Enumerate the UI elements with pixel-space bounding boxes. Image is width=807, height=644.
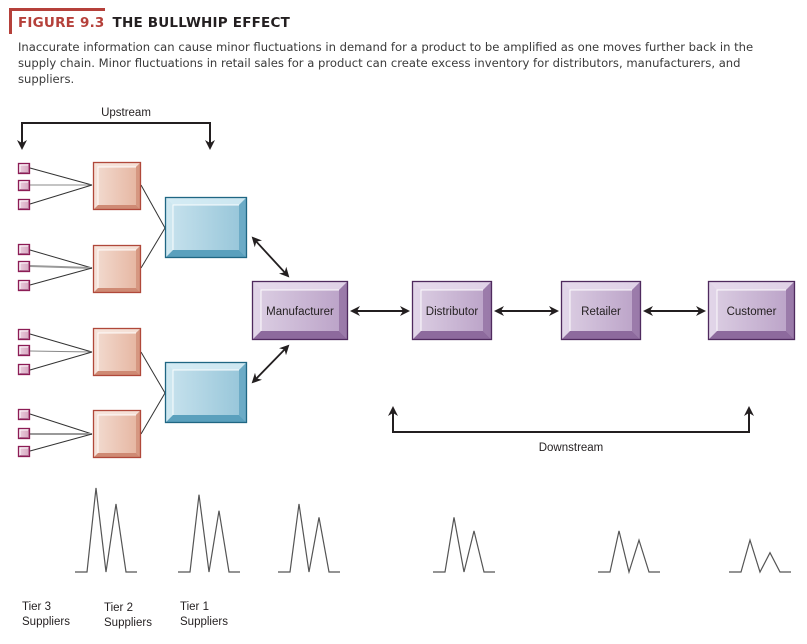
tier3-supplier-box	[17, 363, 31, 376]
tier3-caption: Tier 3 Suppliers	[22, 600, 70, 630]
tier2-suppliers	[92, 161, 142, 459]
tier3-suppliers	[17, 162, 31, 458]
tier3-supplier-box	[17, 328, 31, 341]
tier3-supplier-box	[17, 427, 31, 440]
tier2-supplier-box	[92, 409, 142, 459]
downstream-label: Downstream	[539, 442, 604, 454]
tier3-supplier-box	[17, 162, 31, 175]
downstream-bracket: Downstream	[388, 406, 754, 454]
figure-number: FIGURE 9.3	[18, 15, 105, 31]
fluctuation-wave-4	[433, 517, 495, 573]
tier3-supplier-box	[17, 198, 31, 211]
tier1-caption-line1: Tier 1	[180, 601, 209, 613]
tier1-top-manufacturer-arrow	[251, 236, 290, 278]
node-retailer: Retailer	[560, 280, 642, 341]
fluctuation-wave-5	[598, 530, 660, 575]
tier2-caption-line2: Suppliers	[104, 617, 152, 629]
manufacturer-label: Manufacturer	[266, 306, 334, 318]
figure-accent-rule-vertical	[9, 8, 12, 34]
tier3-caption-line2: Suppliers	[22, 616, 70, 628]
tier3-supplier-box	[17, 260, 31, 273]
tier2-supplier-box	[92, 161, 142, 211]
upstream-label: Upstream	[101, 107, 151, 119]
tier1-suppliers	[164, 196, 248, 424]
tier1-supplier-box	[164, 196, 248, 259]
tier1-caption-line2: Suppliers	[180, 616, 228, 628]
demand-fluctuation-waves	[75, 487, 791, 575]
fluctuation-wave-6	[729, 537, 791, 574]
node-distributor: Distributor	[411, 280, 493, 341]
tier3-supplier-box	[17, 279, 31, 292]
retailer-label: Retailer	[581, 306, 621, 318]
tier3-supplier-box	[17, 344, 31, 357]
tier3-supplier-box	[17, 179, 31, 192]
figure-accent-rule	[9, 8, 105, 11]
tier1-supplier-box	[164, 361, 248, 424]
tier1-caption: Tier 1 Suppliers	[180, 600, 228, 630]
tier2-caption-line1: Tier 2	[104, 602, 133, 614]
figure-heading: FIGURE 9.3 THE BULLWHIP EFFECT	[18, 15, 290, 31]
tier3-supplier-box	[17, 243, 31, 256]
fluctuation-wave-1	[75, 487, 137, 573]
tier1-bottom-manufacturer-arrow	[251, 344, 290, 384]
supply-chain-nodes: Manufacturer Distributor Retailer Customer	[251, 280, 796, 341]
tier3-supplier-box	[17, 445, 31, 458]
tier3-caption-line1: Tier 3	[22, 601, 51, 613]
tier2-supplier-box	[92, 327, 142, 377]
customer-label: Customer	[727, 306, 777, 318]
tier2-to-tier1-links	[140, 184, 166, 435]
figure-caption: Inaccurate information can cause minor f…	[18, 40, 754, 86]
node-customer: Customer	[707, 280, 796, 341]
fluctuation-wave-2	[178, 494, 240, 573]
upstream-bracket: Upstream	[17, 107, 215, 150]
node-manufacturer: Manufacturer	[251, 280, 349, 341]
fluctuation-wave-3	[278, 503, 340, 573]
tier3-supplier-box	[17, 408, 31, 421]
distributor-label: Distributor	[426, 306, 479, 318]
tier3-to-tier2-links	[29, 167, 93, 452]
tier2-supplier-box	[92, 244, 142, 294]
figure-title: THE BULLWHIP EFFECT	[112, 15, 290, 31]
tier2-caption: Tier 2 Suppliers	[104, 601, 152, 631]
